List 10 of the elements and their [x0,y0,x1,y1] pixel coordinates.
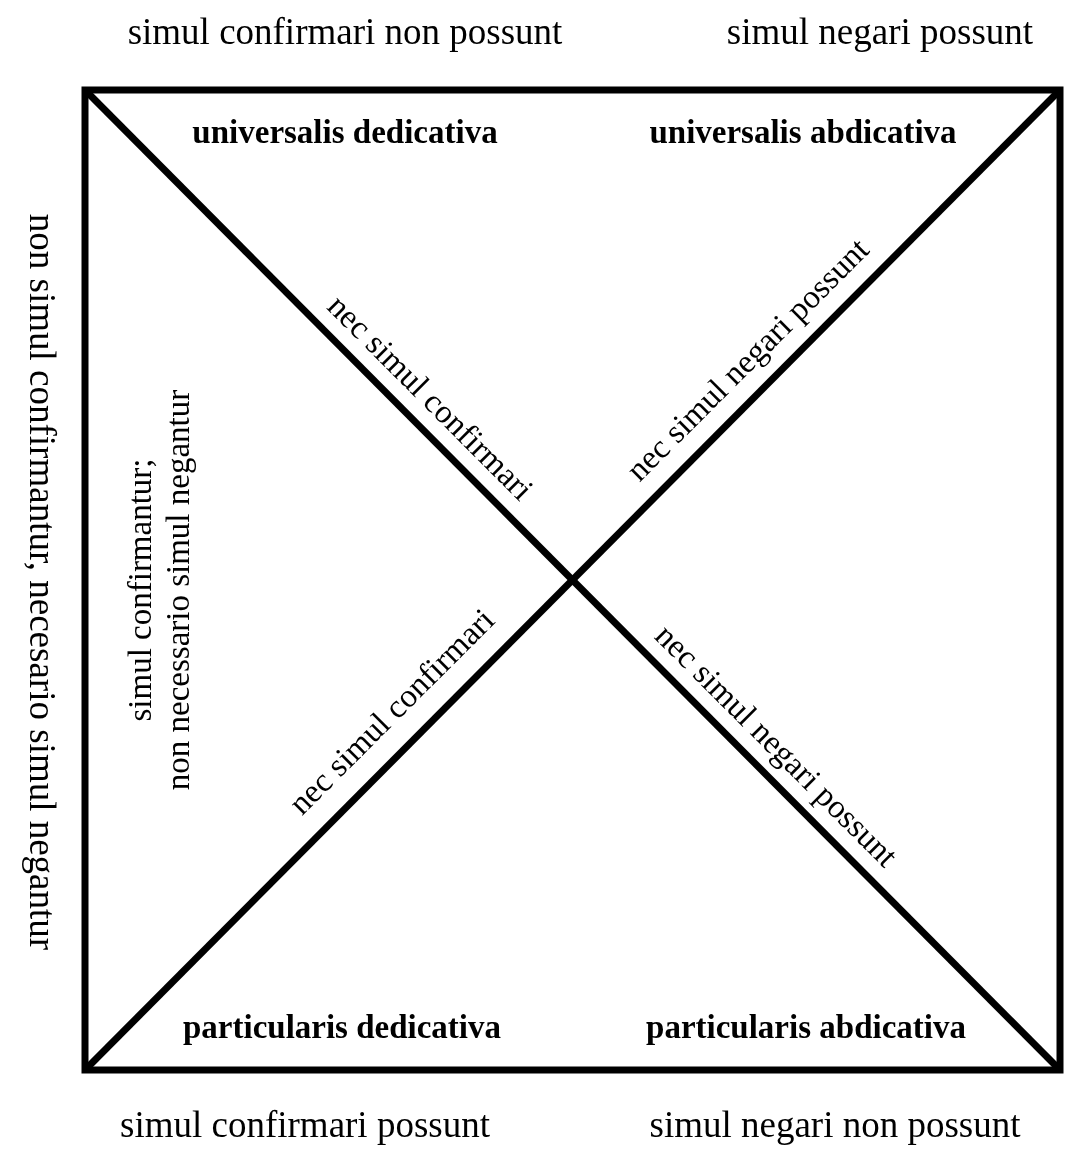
relation-label: simul confirmari possunt [120,1103,490,1147]
relation-label: simul negari possunt [726,10,1034,54]
relation-label: simul confirmari non possunt [127,10,563,54]
proposition-label: universalis dedicativa [192,114,498,152]
relation-label: simul negari non possunt [649,1103,1021,1147]
relation-label: non simul confirmantur, necesario simul negantur [21,213,64,951]
proposition-label: particularis abdicativa [646,1009,966,1047]
proposition-label: universalis abdicativa [649,114,957,152]
relation-label: simul confirmantur; non necessario simul negantur [122,389,197,791]
proposition-label: particularis dedicativa [182,1009,502,1047]
